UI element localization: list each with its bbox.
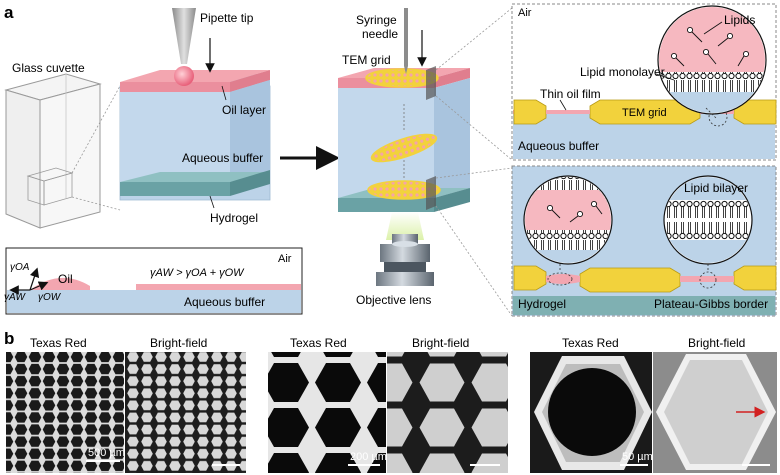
image-texas-red-2 xyxy=(268,352,386,473)
gamma-oa-label: γOA xyxy=(10,262,30,273)
image-bright-field-3 xyxy=(653,352,777,473)
cube-with-grid xyxy=(338,66,470,212)
oil-droplet xyxy=(174,66,194,86)
image-3-label: Texas Red xyxy=(290,336,347,350)
pipette-tip-label: Pipette tip xyxy=(200,11,254,25)
image-1-scale: 500 µm xyxy=(88,447,125,459)
image-bright-field-1 xyxy=(125,352,246,473)
cuvette-cube xyxy=(119,70,271,201)
inset-oil-label: Oil xyxy=(58,272,73,286)
objective-lens-label: Objective lens xyxy=(356,293,431,307)
lipid-monolayer-label: Lipid monolayer xyxy=(580,65,665,79)
glass-cuvette xyxy=(4,73,102,229)
syringe-label-line1: Syringe xyxy=(356,13,397,27)
inset-aqueous-buffer-label: Aqueous buffer xyxy=(184,295,265,309)
lipids-label: Lipids xyxy=(724,13,755,27)
lipid-bilayer-label: Lipid bilayer xyxy=(684,181,748,195)
image-6-label: Bright-field xyxy=(688,336,745,350)
inset-air-label: Air xyxy=(278,253,292,265)
top-right-tem-grid-label: TEM grid xyxy=(622,107,667,119)
panel-b-letter: b xyxy=(4,329,14,348)
image-4-label: Bright-field xyxy=(412,336,469,350)
panel-a-letter: a xyxy=(4,3,14,22)
image-5-label: Texas Red xyxy=(562,336,619,350)
gamma-ow-label: γOW xyxy=(38,292,62,303)
top-right-schematic xyxy=(511,3,777,161)
top-right-aqueous-buffer-label: Aqueous buffer xyxy=(518,139,599,153)
gamma-aw-label: γAW xyxy=(4,292,26,303)
image-texas-red-3 xyxy=(530,352,652,473)
top-right-air-label: Air xyxy=(518,7,532,19)
hydrogel-label: Hydrogel xyxy=(210,211,258,225)
image-texas-red-1 xyxy=(6,352,124,473)
tem-grid-label: TEM grid xyxy=(342,53,391,67)
thin-oil-film-label: Thin oil film xyxy=(540,87,601,101)
image-2-label: Bright-field xyxy=(150,336,207,350)
bottom-right-hydrogel-label: Hydrogel xyxy=(518,297,566,311)
image-bright-field-2 xyxy=(387,352,508,473)
image-5-scale: 50 µm xyxy=(622,451,653,463)
objective-lens xyxy=(376,234,434,286)
glass-cuvette-label: Glass cuvette xyxy=(12,61,85,75)
syringe-needle xyxy=(404,8,408,74)
syringe-label-line2: needle xyxy=(362,27,398,41)
pipette-tip xyxy=(172,8,196,64)
aqueous-buffer-label: Aqueous buffer xyxy=(182,151,263,165)
image-1-label: Texas Red xyxy=(30,336,87,350)
bottom-right-schematic xyxy=(511,165,777,317)
plateau-gibbs-label: Plateau-Gibbs border xyxy=(654,297,768,311)
image-3-scale: 200 µm xyxy=(350,451,387,463)
tension-inequality: γAW > γOA + γOW xyxy=(150,267,245,279)
oil-layer-label: Oil layer xyxy=(222,103,266,117)
tension-inset xyxy=(5,247,303,315)
